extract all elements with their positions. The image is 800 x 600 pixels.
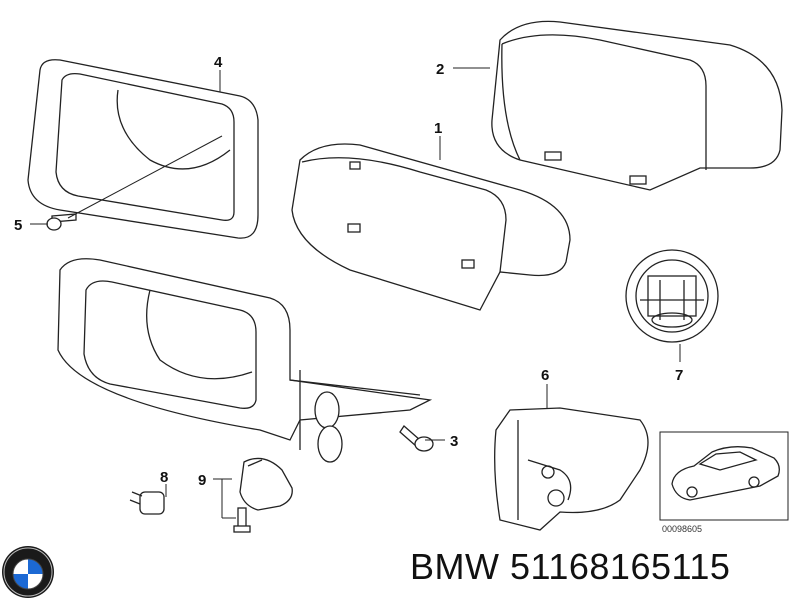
callout-4: 4 [214,54,223,71]
part-number-label: 51168165115 [510,546,731,587]
reference-code: 00098605 [662,524,702,534]
callout-2: 2 [436,61,444,78]
mirror-glass-assembly [57,258,433,463]
part-5-screw [46,213,77,231]
part-8-bulb-holder [129,491,165,515]
part-caption: BMW 51168165115 [410,546,730,588]
car-thumbnail-icon [659,431,789,521]
callout-9: 9 [198,472,206,489]
bmw-logo-icon [2,546,54,598]
callout-5: 5 [14,217,22,234]
callout-6: 6 [541,367,549,384]
part-1-mirror-housing [291,143,571,311]
callout-7: 7 [675,367,683,384]
part-4-mirror-frame [27,59,259,239]
leader-lines [30,67,681,519]
part-3-screw [399,425,434,452]
part-6-mirror-bracket [494,407,649,531]
callout-8: 8 [160,469,168,486]
brand-label: BMW [410,546,500,587]
part-2-housing-cover [491,20,783,191]
callout-1: 1 [434,120,442,137]
callout-3: 3 [450,433,458,450]
part-7-mirror-actuator [625,249,719,343]
part-9-side-lamp [233,457,293,533]
